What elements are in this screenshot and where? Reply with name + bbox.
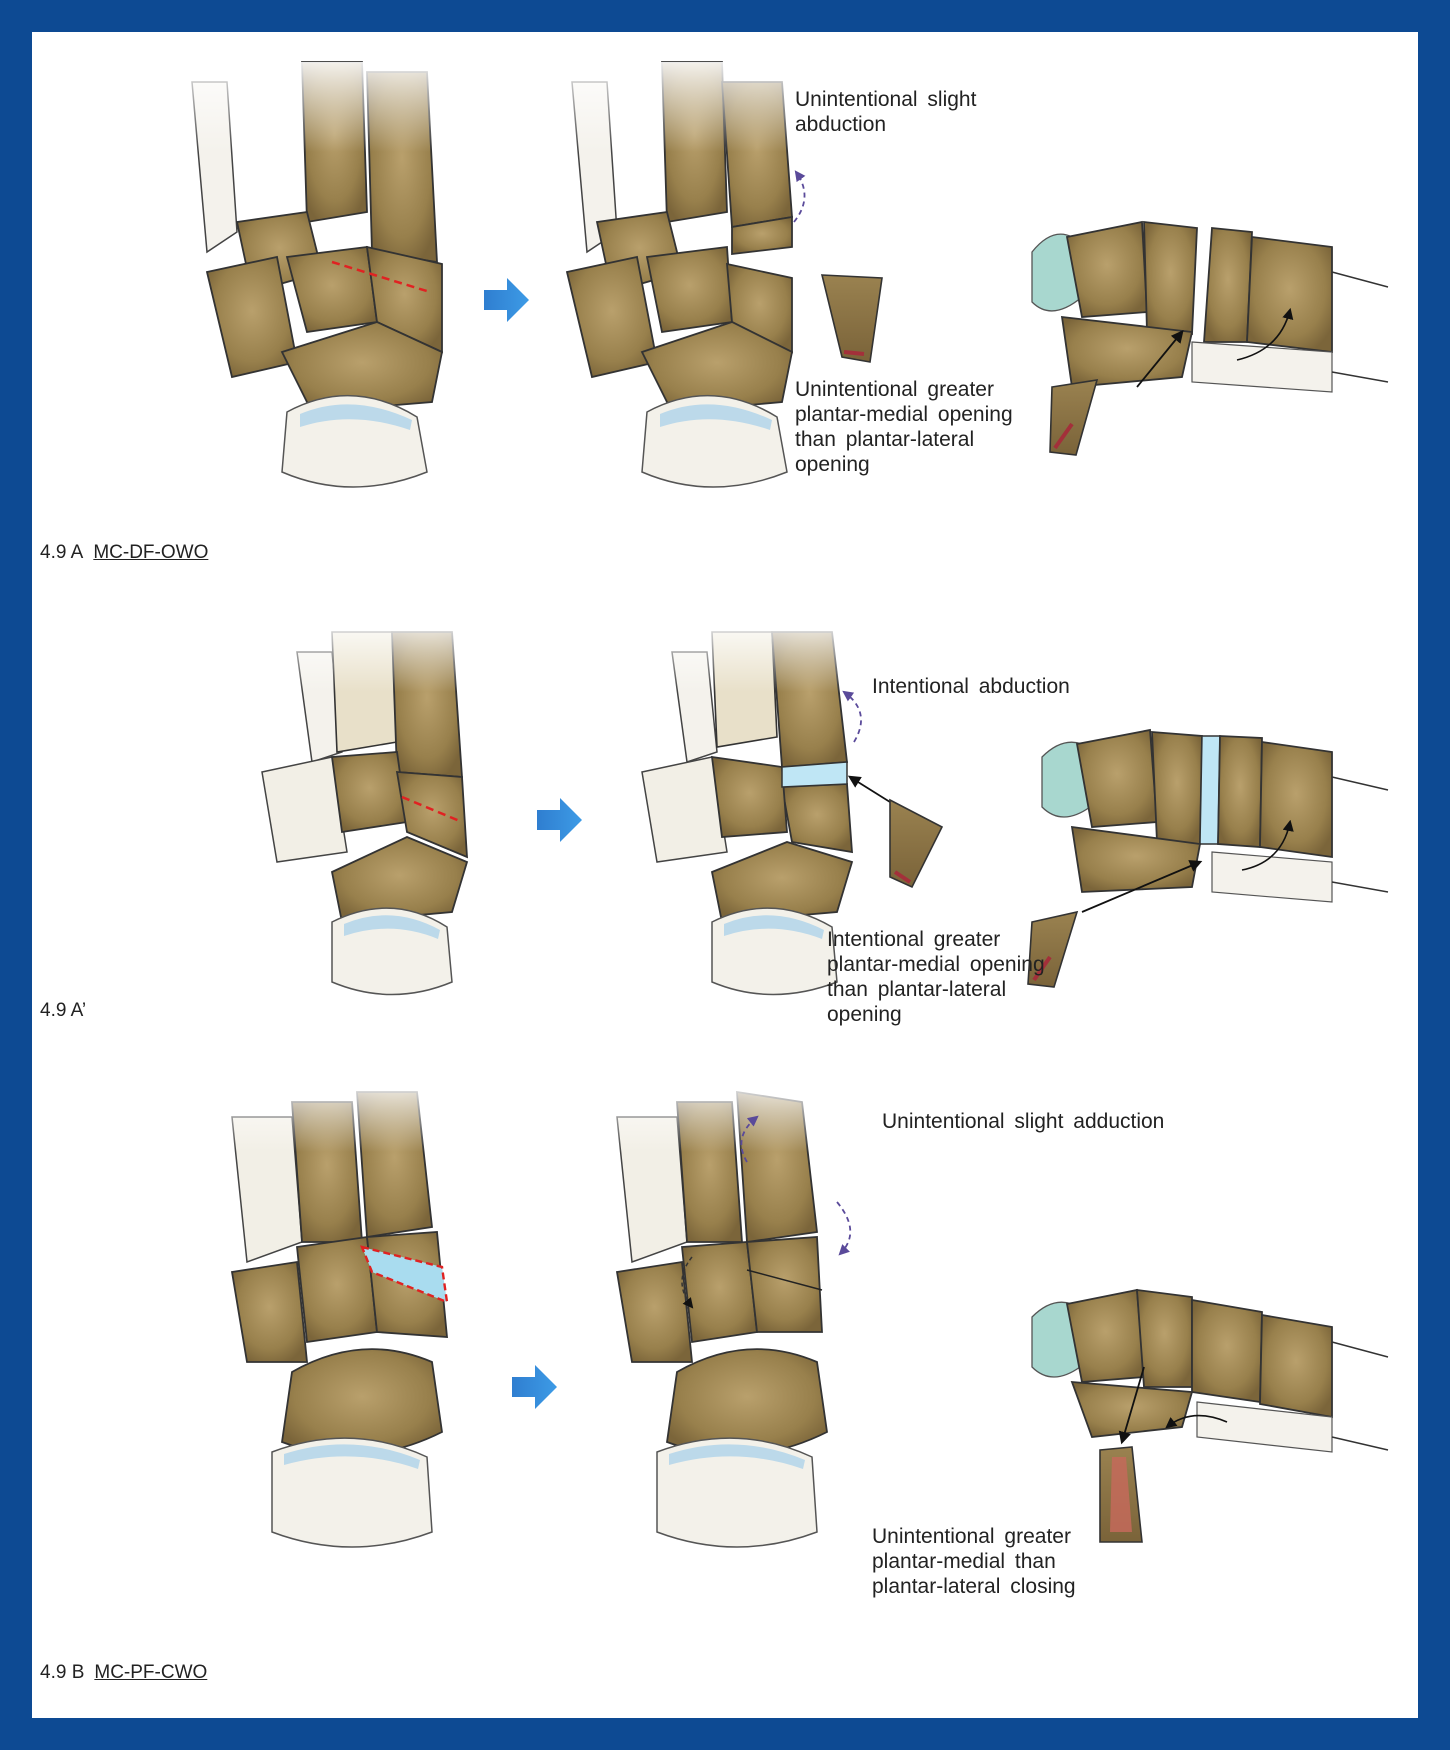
foot-lateral-b [1031, 1288, 1389, 1453]
panel-b-number: 4.9 B [40, 1662, 85, 1683]
panel-a [182, 61, 1389, 488]
label-intentional-greater-opening: Intentional greater plantar-medial openi… [827, 928, 1045, 1026]
foot-dorsal-postop-a [562, 61, 806, 488]
illustration-canvas [182, 61, 1389, 1548]
bone-wedge-graft [889, 798, 944, 889]
label-unintentional-greater-closing: Unintentional greater plantar-medial tha… [872, 1525, 1076, 1598]
foot-dorsal-preop-b [212, 1082, 462, 1548]
label-unintentional-slight-adduction: Unintentional slight adduction [882, 1110, 1165, 1133]
foot-dorsal-preop-a [182, 61, 452, 488]
panel-a-prime [242, 622, 1389, 996]
panel-a-prime-number: 4.9 A’ [40, 1000, 87, 1021]
panel-a-code: MC-DF-OWO [93, 542, 209, 563]
label-unintentional-greater-opening: Unintentional greater plantar-medial ope… [795, 378, 1013, 476]
label-intentional-abduction: Intentional abduction [872, 675, 1070, 698]
panel-a-prime-label: 4.9 A’ [40, 1000, 86, 1022]
foot-lateral-a-prime [1041, 728, 1389, 913]
foot-dorsal-postop-a-prime [622, 622, 891, 996]
panel-a-number: 4.9 A [40, 542, 84, 563]
panel-b-label: 4.9 B MC-PF-CWO [40, 1662, 207, 1684]
blue-arrow-icon [484, 278, 529, 322]
panel-b [212, 1082, 1389, 1548]
panel-a-label: 4.9 A MC-DF-OWO [40, 542, 208, 564]
foot-dorsal-preop-a-prime [242, 622, 482, 996]
figure-frame: Unintentional slight abduction Unintenti… [32, 32, 1418, 1718]
foot-dorsal-postop-b [602, 1082, 852, 1548]
label-unintentional-slight-abduction: Unintentional slight abduction [795, 88, 977, 136]
panel-b-code: MC-PF-CWO [94, 1662, 208, 1683]
blue-arrow-icon [537, 798, 582, 842]
foot-lateral-a [1031, 220, 1389, 393]
blue-arrow-icon [512, 1365, 557, 1409]
bone-wedge-graft [820, 274, 883, 363]
